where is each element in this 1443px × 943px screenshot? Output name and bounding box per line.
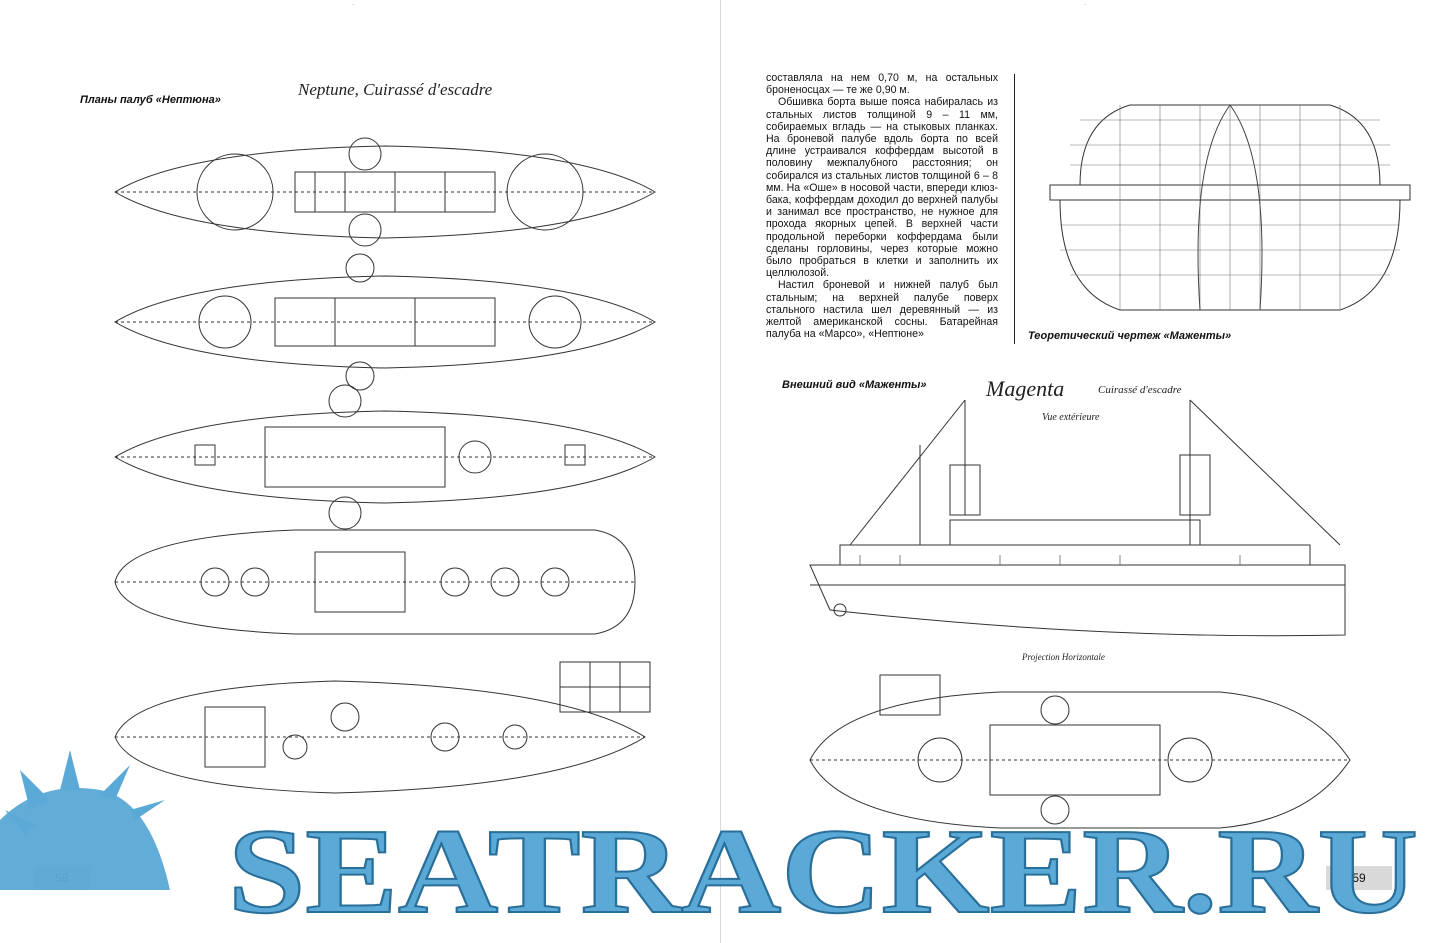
neptune-deck-plans-drawing xyxy=(95,112,675,832)
exterior-view-caption: Внешний вид «Маженты» xyxy=(782,379,927,391)
magenta-subtitle: Cuirassé d'escadre xyxy=(1098,384,1182,396)
magenta-view-label: Vue extérieure xyxy=(1042,412,1100,423)
magenta-title: Magenta xyxy=(986,376,1065,401)
page-number-left: 58 xyxy=(34,866,90,890)
paragraph: Настил броневой и нижней палуб был сталь… xyxy=(766,279,998,341)
right-page: · xyxy=(722,0,1443,943)
left-page: · xyxy=(0,0,721,943)
projection-label: Projection Horizontale xyxy=(1022,652,1105,662)
article-body-text: составляла на нем 0,70 м, на остальных б… xyxy=(766,72,998,340)
deck-plans-caption: Планы палуб «Нептюна» xyxy=(80,94,221,106)
book-spine xyxy=(720,0,721,943)
magenta-plan-drawing xyxy=(800,670,1360,840)
paragraph: Обшивка борта выше пояса набиралась из с… xyxy=(766,96,998,280)
magenta-profile-drawing xyxy=(800,395,1360,655)
column-divider xyxy=(1014,74,1015,344)
deck-plan-1 xyxy=(114,137,656,247)
neptune-plan-title: Neptune, Cuirassé d'escadre xyxy=(298,80,493,99)
top-marker: · xyxy=(352,2,354,8)
paragraph: составляла на нем 0,70 м, на остальных б… xyxy=(766,72,998,97)
top-marker: · xyxy=(1084,2,1086,8)
theoretical-drawing-caption: Теоретический чертеж «Маженты» xyxy=(1028,330,1232,342)
page-number-right: 59 xyxy=(1326,866,1392,890)
theoretical-lines-drawing xyxy=(1040,100,1420,320)
